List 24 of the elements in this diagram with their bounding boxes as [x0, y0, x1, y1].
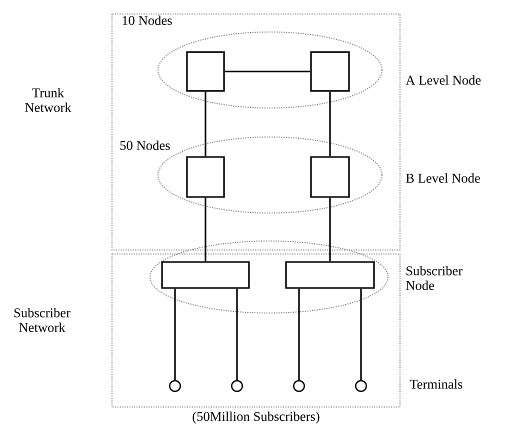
text-label: Subscriber Network — [14, 308, 70, 332]
terminal-circle — [293, 380, 305, 392]
terminal-circle — [231, 380, 243, 392]
caption: (50Million Subscribers) — [192, 412, 320, 424]
connector-line — [298, 288, 300, 380]
text-label: B Level Node — [406, 173, 480, 183]
node-box — [310, 51, 350, 92]
node-box — [186, 51, 225, 92]
node-box — [186, 156, 225, 198]
text-label: Trunk Network — [25, 88, 72, 112]
node-box — [161, 261, 250, 289]
node-box — [285, 261, 375, 289]
connector-line — [224, 70, 310, 72]
connector-line — [329, 92, 331, 156]
connector-line — [329, 198, 331, 262]
connector-line — [174, 288, 176, 380]
text-label: A Level Node — [406, 75, 481, 85]
connector-line — [204, 198, 206, 262]
connector-line — [360, 288, 362, 380]
connector-line — [204, 92, 206, 156]
terminal-circle — [169, 380, 181, 392]
connector-line — [236, 288, 238, 380]
terminal-circle — [355, 380, 367, 392]
node-box — [310, 156, 350, 198]
